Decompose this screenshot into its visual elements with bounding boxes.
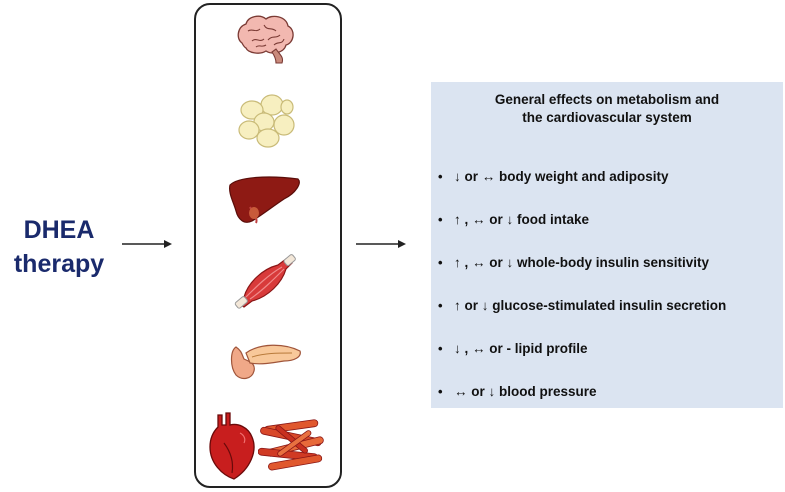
- adipose-tissue-icon: [238, 94, 295, 148]
- effect-item: • ↔ or ↓ blood pressure: [431, 381, 783, 403]
- effects-heading-line1: General effects on metabolism and: [494, 92, 720, 107]
- effect-text: ↑ , ↔ or ↓ whole-body insulin sensitivit…: [454, 255, 710, 270]
- effect-text: ↑ or ↓ glucose-stimulated insulin secret…: [454, 298, 727, 313]
- effect-item: • ↑ or ↓ glucose-stimulated insulin secr…: [431, 295, 783, 317]
- effect-item: • ↓ or ↔ body weight and adiposity: [431, 166, 783, 188]
- effect-item: • ↑ , ↔ or ↓ food intake: [431, 209, 783, 231]
- effect-text: ↓ or ↔ body weight and adiposity: [454, 169, 669, 184]
- target-organs-panel: [194, 3, 342, 488]
- effects-panel: General effects on metabolism and the ca…: [431, 82, 783, 408]
- effect-item: • ↓ , ↔ or ‑ lipid profile: [431, 338, 783, 360]
- effect-text: ↔ or ↓ blood pressure: [454, 384, 597, 399]
- effects-heading: General effects on metabolism and the ca…: [431, 91, 783, 127]
- vasculature-icon: [258, 419, 324, 471]
- bullet: •: [438, 169, 443, 184]
- therapy-title-line2: therapy: [13, 250, 105, 278]
- heart-icon: [209, 412, 255, 480]
- arrow-to-effects: [356, 240, 406, 248]
- brain-icon: [237, 15, 294, 64]
- effects-heading-line2: the cardiovascular system: [522, 110, 692, 125]
- effect-text: ↑ , ↔ or ↓ food intake: [454, 212, 590, 227]
- pancreas-icon: [230, 344, 301, 380]
- bullet: •: [438, 341, 443, 356]
- effect-item: • ↑ , ↔ or ↓ whole-body insulin sensitiv…: [431, 252, 783, 274]
- skeletal-muscle-icon: [234, 254, 296, 309]
- therapy-title: DHEA therapy: [0, 213, 118, 281]
- bullet: •: [438, 384, 443, 399]
- bullet: •: [438, 255, 443, 270]
- bullet: •: [438, 212, 443, 227]
- liver-icon: [229, 176, 300, 224]
- effects-list: • ↓ or ↔ body weight and adiposity • ↑ ,…: [431, 82, 783, 408]
- therapy-title-line1: DHEA: [23, 216, 95, 244]
- bullet: •: [438, 298, 443, 313]
- effect-text: ↓ , ↔ or ‑ lipid profile: [454, 341, 588, 356]
- arrow-to-organs: [122, 240, 172, 248]
